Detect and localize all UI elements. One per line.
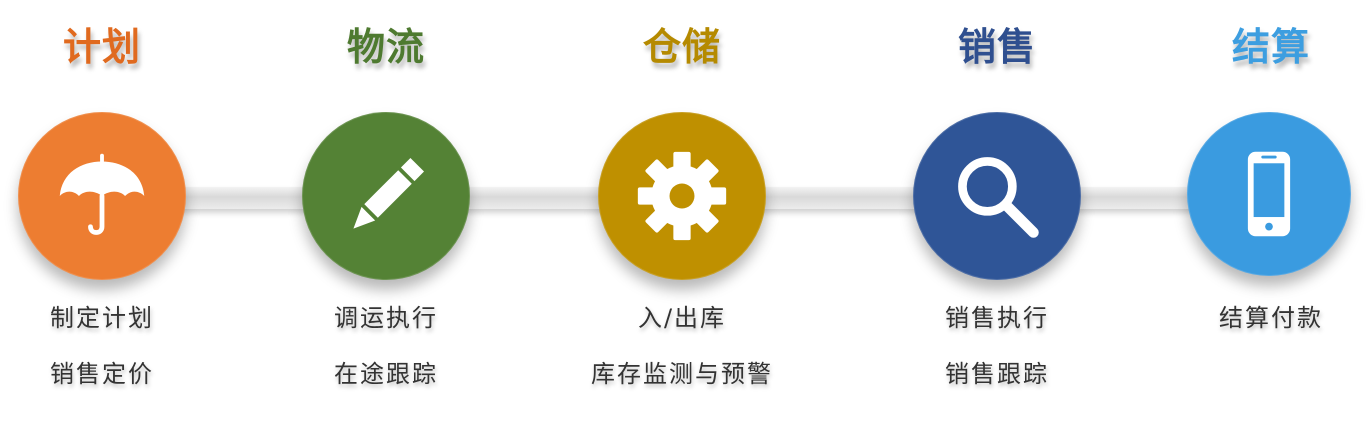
stage-title: 销售 bbox=[957, 25, 1036, 69]
stage-circle bbox=[18, 112, 186, 280]
stage-sales: 销售 销售执行 销售跟踪 bbox=[877, 0, 1117, 431]
stage-settlement: 结算 结算付款 bbox=[1151, 0, 1370, 431]
umbrella-icon bbox=[59, 153, 145, 235]
stage-title: 结算 bbox=[1231, 25, 1310, 69]
stage-item: 结算付款 bbox=[1219, 304, 1323, 332]
stage-circle bbox=[913, 112, 1081, 280]
stage-item: 制定计划 bbox=[50, 304, 154, 332]
stage-item: 销售执行 bbox=[945, 304, 1049, 332]
stage-title: 仓储 bbox=[642, 25, 721, 69]
stage-circle bbox=[302, 112, 470, 280]
mobile-phone-icon bbox=[1247, 151, 1291, 237]
pencil-icon bbox=[353, 157, 425, 229]
stage-title: 计划 bbox=[62, 25, 141, 69]
stage-circle bbox=[598, 112, 766, 280]
magnifier-icon bbox=[958, 157, 1039, 238]
stage-circle bbox=[1187, 112, 1351, 276]
stage-item: 销售定价 bbox=[50, 360, 154, 388]
stage-warehouse: 仓储 入/出库 库存监测与预警 bbox=[562, 0, 802, 431]
stage-plan: 计划 制定计划 销售定价 bbox=[0, 0, 222, 431]
gear-icon bbox=[637, 151, 727, 241]
stage-item: 入/出库 bbox=[637, 304, 727, 332]
stage-logistics: 物流 调运执行 在途跟踪 bbox=[266, 0, 506, 431]
stage-item: 库存监测与预警 bbox=[591, 360, 773, 388]
stage-item: 销售跟踪 bbox=[945, 360, 1049, 388]
stage-title: 物流 bbox=[346, 25, 425, 69]
stage-item: 调运执行 bbox=[334, 304, 438, 332]
stage-item: 在途跟踪 bbox=[334, 360, 438, 388]
